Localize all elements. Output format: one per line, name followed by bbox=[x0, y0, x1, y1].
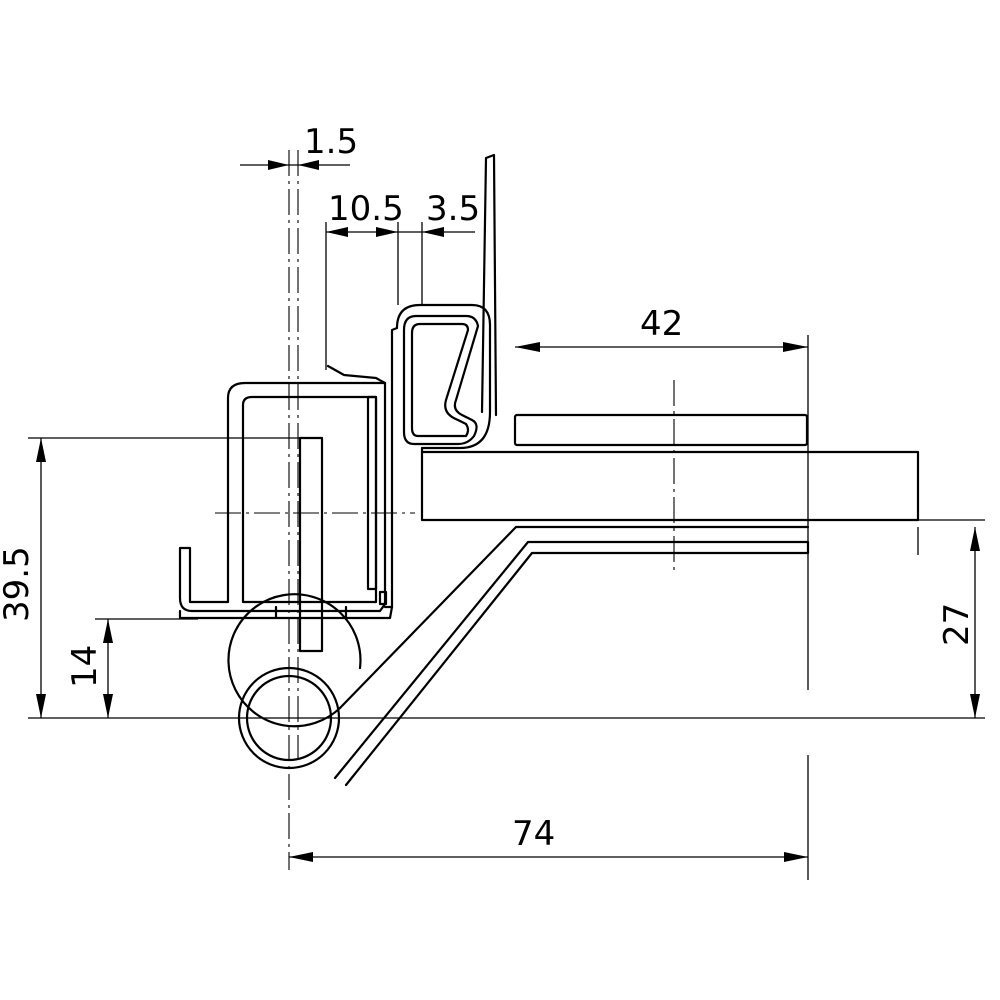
leaf-arm-outer bbox=[333, 540, 810, 787]
vertical-bracket bbox=[395, 303, 492, 454]
bracket-s-profile-outer bbox=[402, 314, 480, 446]
housing-bottom bbox=[178, 605, 394, 620]
dim-label-height-low: 14 bbox=[65, 645, 105, 688]
dimension-labels: 1.5 10.5 3.5 42 39.5 14 27 74 bbox=[0, 122, 977, 854]
bracket-s-profile-inner bbox=[410, 322, 470, 438]
leaf-arm-inner bbox=[338, 525, 810, 710]
dim-label-plate-length: 42 bbox=[640, 304, 683, 344]
barrel-ring bbox=[245, 674, 333, 762]
upper-tab bbox=[480, 153, 498, 417]
pin-stem bbox=[298, 436, 324, 653]
dimension-lines bbox=[36, 160, 980, 862]
dim-label-height-right: 27 bbox=[937, 603, 977, 646]
hinge-body bbox=[178, 153, 920, 787]
housing-inner bbox=[241, 395, 378, 604]
dim-label-width-right: 3.5 bbox=[426, 189, 480, 229]
dim-label-overall-length: 74 bbox=[512, 814, 555, 854]
housing-lid-tab bbox=[326, 364, 387, 385]
dim-label-gap-top: 1.5 bbox=[304, 122, 358, 162]
housing-outer bbox=[178, 381, 387, 613]
top-clamp-plate bbox=[513, 413, 809, 447]
extension-lines bbox=[28, 222, 985, 880]
barrel-outer bbox=[227, 593, 362, 728]
housing-spring bbox=[366, 395, 378, 591]
long-plate bbox=[420, 450, 920, 522]
housing-side-wall bbox=[383, 326, 399, 609]
barrel-inner bbox=[237, 666, 341, 770]
center-lines bbox=[215, 150, 675, 870]
dim-label-width-left: 10.5 bbox=[328, 189, 404, 229]
dim-label-height-total: 39.5 bbox=[0, 546, 37, 622]
housing-slot bbox=[378, 590, 388, 606]
